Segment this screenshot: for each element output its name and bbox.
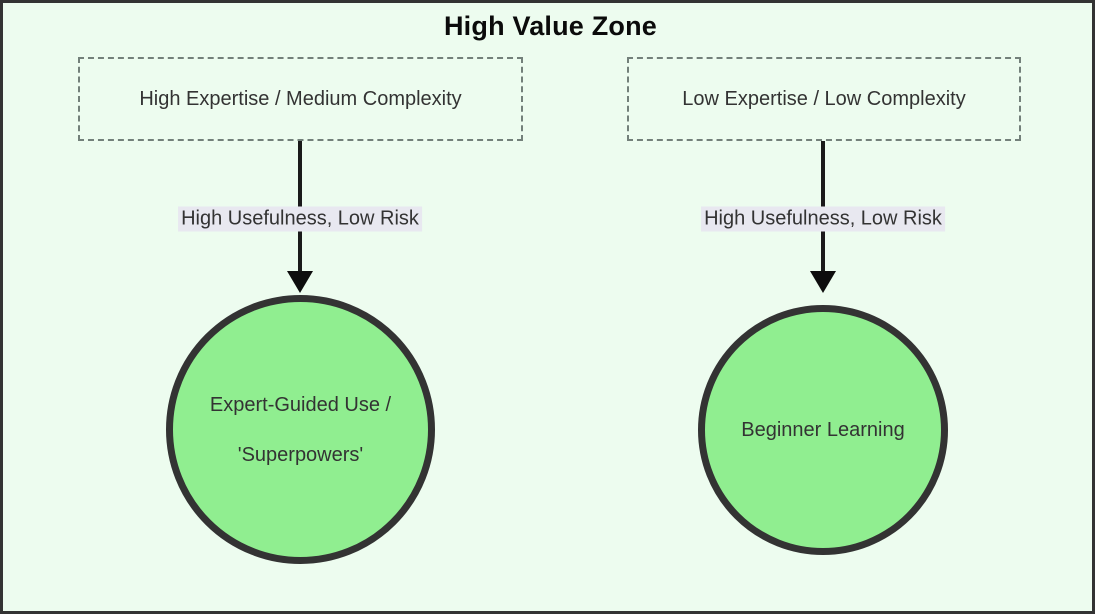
condition-node-label: High Expertise / Medium Complexity — [139, 87, 462, 110]
edge-label-right: High Usefulness, Low Risk — [701, 206, 945, 232]
condition-node-low-expertise[interactable]: Low Expertise / Low Complexity — [627, 57, 1021, 141]
outcome-node-beginner-learning[interactable]: Beginner Learning — [698, 305, 948, 555]
page-title: High Value Zone — [443, 11, 658, 41]
edge-label-left: High Usefulness, Low Risk — [178, 206, 422, 232]
condition-node-label: Low Expertise / Low Complexity — [682, 87, 966, 110]
outcome-node-label-line-1: Beginner Learning — [741, 419, 905, 441]
condition-node-high-expertise[interactable]: High Expertise / Medium Complexity — [78, 57, 523, 141]
edge-left-arrowhead — [287, 271, 313, 293]
outcome-node-label-line-1: Expert-Guided Use / — [209, 393, 392, 416]
edge-right-arrowhead — [810, 271, 836, 293]
outcome-node-label-line-2: 'Superpowers' — [237, 443, 364, 466]
outcome-node-expert-guided[interactable]: Expert-Guided Use / 'Superpowers' — [166, 295, 435, 564]
